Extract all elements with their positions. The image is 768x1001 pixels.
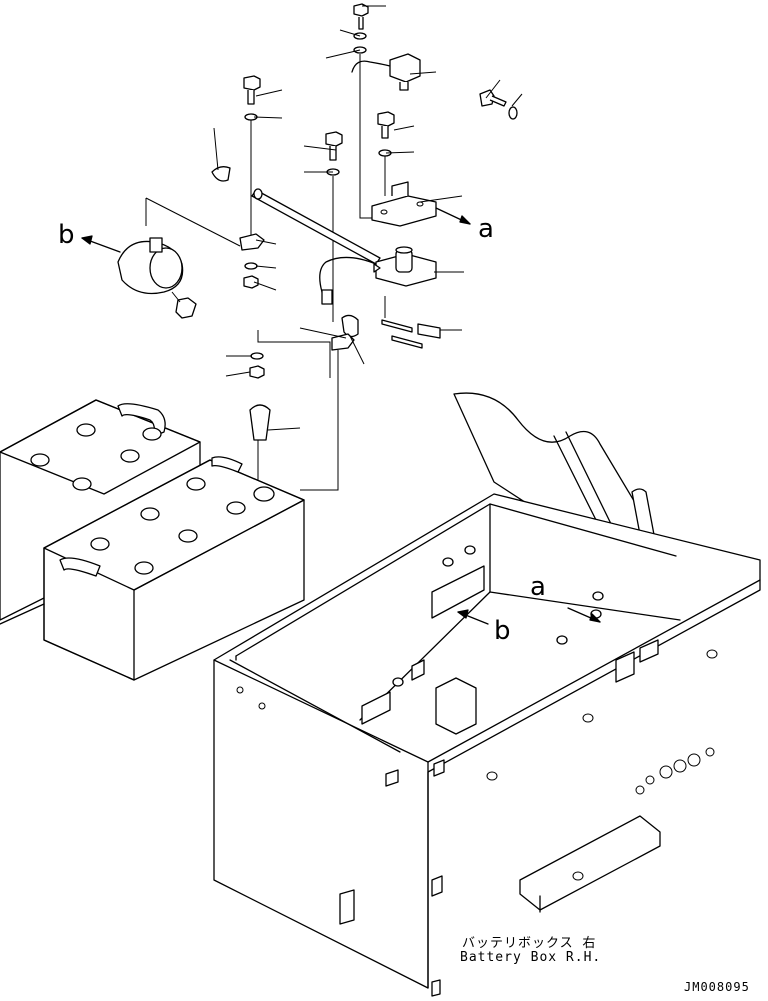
- reference-letter-a: a: [530, 572, 546, 602]
- caption-japanese: バッテリボックス 右: [462, 936, 597, 951]
- bolt-mid: [325, 131, 343, 176]
- cable: [319, 256, 377, 305]
- terminal-cover: [249, 404, 271, 441]
- leader-lines: [213, 5, 523, 431]
- side-bolt: [479, 89, 518, 120]
- washer: [244, 262, 258, 270]
- mounting-bracket: [371, 181, 437, 227]
- bolt-left: [243, 75, 261, 121]
- battery-relay: [373, 246, 437, 287]
- nut: [249, 365, 265, 379]
- boot: [341, 314, 359, 338]
- reference-letter-a: a: [478, 214, 494, 244]
- bolt: [175, 297, 197, 319]
- battery-box: [213, 392, 761, 997]
- top-bolt: [353, 3, 369, 30]
- reference-letter-b: b: [58, 220, 75, 250]
- battery-front: [0, 456, 305, 681]
- washer: [250, 352, 264, 360]
- clamp: [331, 333, 355, 351]
- drawing-code: JM008095: [684, 980, 750, 994]
- terminal-boot: [211, 166, 231, 182]
- rod: [251, 188, 381, 265]
- fasteners: [381, 319, 441, 349]
- connector-cap: [351, 53, 421, 91]
- nut: [243, 275, 259, 289]
- caption-english: Battery Box R.H.: [460, 950, 602, 965]
- bolt-right: [377, 111, 395, 157]
- starter-relay: [117, 237, 184, 295]
- clamp: [239, 233, 265, 251]
- reference-letter-b: b: [494, 616, 511, 646]
